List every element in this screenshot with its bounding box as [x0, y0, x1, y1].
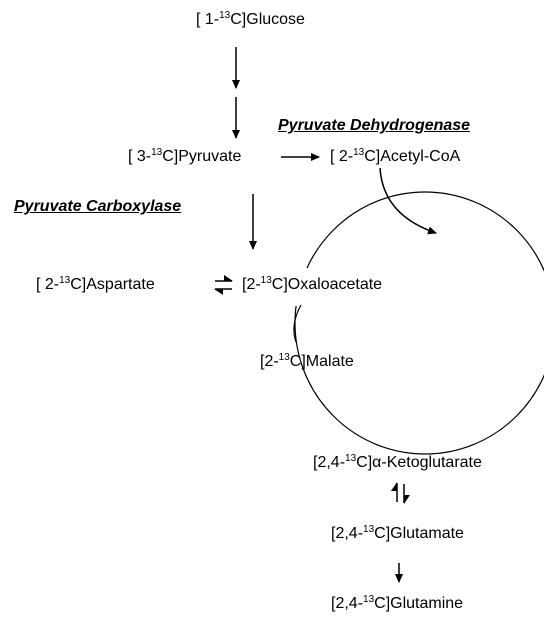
metabolite-acetyl-coa: [ 2-13C]Acetyl-CoA — [330, 147, 461, 166]
metabolite-glucose: [ 1-13C]Glucose — [196, 10, 305, 29]
metabolite-aspartate: [ 2-13C]Aspartate — [36, 275, 155, 294]
metabolite-malate: [2-13C]Malate — [260, 352, 354, 371]
enzyme-pyruvate-dehydrogenase: Pyruvate Dehydrogenase — [278, 117, 471, 134]
metabolite-alpha-ketoglutarate: [2,4-13C]α-Ketoglutarate — [313, 453, 482, 472]
enzyme-pyruvate-carboxylase: Pyruvate Carboxylase — [14, 198, 182, 215]
tca-cycle-circle — [294, 191, 544, 455]
metabolite-glutamine: [2,4-13C]Glutamine — [331, 594, 464, 613]
metabolite-oxaloacetate: [2-13C]Oxaloacetate — [242, 275, 383, 294]
tca-inner-arc — [293, 304, 302, 343]
circle-gap — [288, 268, 318, 306]
metabolite-pyruvate: [ 3-13C]Pyruvate — [128, 147, 242, 166]
arrow-acetylcoa-cycle — [379, 167, 437, 235]
metabolite-glutamate: [2,4-13C]Glutamate — [331, 524, 464, 543]
